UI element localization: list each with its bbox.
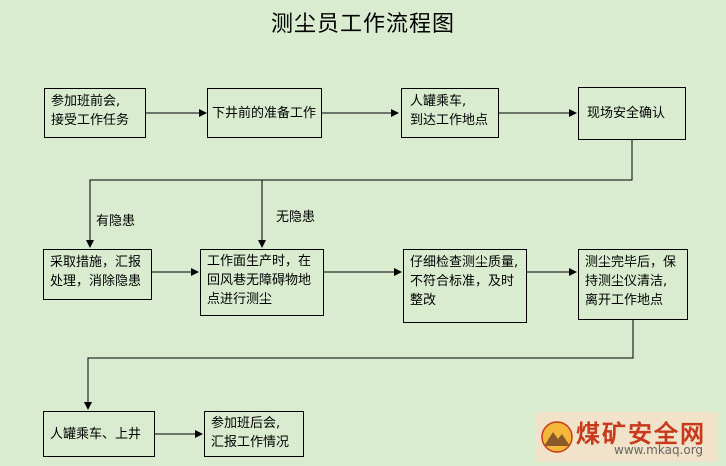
- node-debrief: 参加班后会, 汇报工作情况: [204, 411, 304, 457]
- edge-label-hazard: 有隐患: [96, 214, 136, 229]
- edge-label-no-hazard: 无隐患: [276, 210, 316, 225]
- node-meeting: 参加班前会, 接受工作任务: [44, 88, 146, 138]
- arrow-finish-to-rideout: [84, 320, 634, 410]
- mountain-logo-icon: [541, 421, 573, 453]
- site-watermark: 煤矿安全网 www.mkaq.org: [536, 412, 718, 462]
- page-title: 测尘员工作流程图: [270, 12, 455, 37]
- node-prepare: 下井前的准备工作: [207, 88, 322, 138]
- node-handle: 采取措施，汇报 处理，消除隐患: [43, 249, 152, 300]
- node-ride-in: 人罐乘车, 到达工作地点: [401, 88, 499, 138]
- node-ride-out: 人罐乘车、上井: [43, 411, 155, 457]
- watermark-url: www.mkaq.org: [614, 443, 704, 457]
- node-measure: 工作面生产时，在 回风巷无障碍物地 点进行测尘: [200, 249, 324, 316]
- node-inspect: 仔细检查测尘质量, 不符合标准，及时 整改: [403, 249, 527, 323]
- arrow-safety-to-handle: [86, 140, 633, 248]
- node-finish: 测尘完毕后，保 持测尘仪清洁, 离开工作地点: [578, 249, 688, 320]
- node-safety-check: 现场安全确认: [578, 87, 686, 140]
- watermark-logo-text: 煤矿安全网: [576, 420, 706, 448]
